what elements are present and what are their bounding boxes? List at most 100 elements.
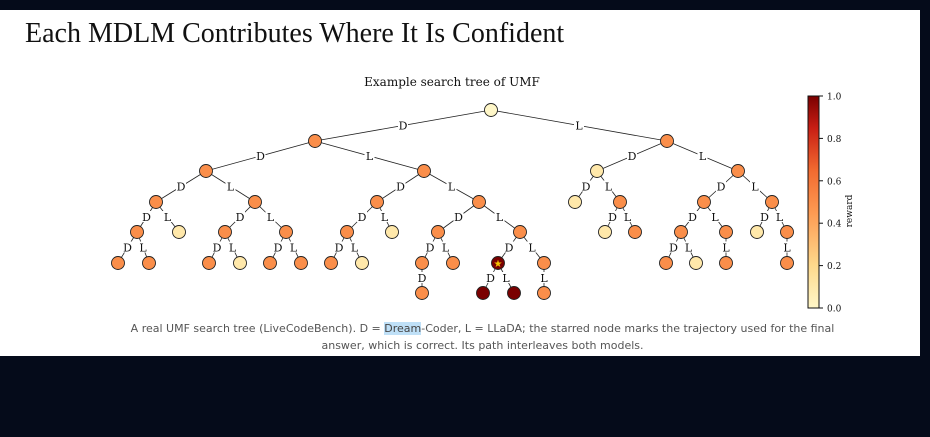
edge-label: D [213,242,222,255]
edge-label-bg [235,211,245,222]
tree-node [780,256,794,270]
tree-node [218,225,232,239]
edge-label: L [381,211,389,224]
tree-nodes: ★ [111,103,794,300]
edge-label-bg [721,241,731,253]
tree-node [308,134,322,148]
edge-label: L [722,242,730,255]
tree-node [568,195,582,209]
edge-label-bg [364,150,375,161]
edge-label-bg [440,241,451,253]
tree-node [537,286,551,300]
tree-node [142,256,156,270]
slide-title: Each MDLM Contributes Where It Is Confid… [25,18,565,49]
colorbar-tick-label: 1.0 [827,93,842,103]
edge-label-bg [622,211,633,222]
tree-node [513,225,527,239]
tree-node [780,225,794,239]
tree-node [279,225,293,239]
star-icon: ★ [494,259,503,270]
tree-node [472,195,486,209]
edge-label-bg [668,241,679,253]
edge-label: D [688,211,697,224]
edge-label-bg [759,211,770,222]
edge-label: D [717,181,726,194]
edge-label-bg [574,119,584,131]
edge-label: L [290,242,298,255]
colorbar-tick-label: 0.0 [827,305,842,315]
tree-node [417,164,431,178]
tree-node [199,164,213,178]
caption-text-end: -Coder, L = LLaDA; the starred node mark… [321,322,835,352]
tree-node [324,256,338,270]
tree-node [674,225,688,239]
edge-label-bg [425,241,435,253]
edge-label-bg [494,211,505,222]
edge-label: L [711,211,719,224]
edge-label-bg [176,180,186,192]
edge-label: L [227,181,235,194]
edge-label-bg [417,272,427,283]
edge-label: D [399,120,408,133]
edge-label: L [229,242,237,255]
tree-node [719,225,733,239]
tree-node [172,225,186,239]
tree-node [248,195,262,209]
edge-label-bg [255,150,266,161]
edge-label-bg [539,272,549,283]
edge-label-bg [627,150,637,161]
edge-label-bg [750,180,760,192]
tree-node [233,256,247,270]
tree-node [697,195,711,209]
edge-label: D [123,242,132,255]
tree-node [340,225,354,239]
tree-node [537,256,551,270]
edge-label: L [528,242,536,255]
edge-label-bg [273,241,283,253]
tree-node [628,225,642,239]
tree-node [660,134,674,148]
edge-label-bg [162,211,173,222]
edge-label-bg [716,180,726,192]
edge-label-bg [225,180,236,192]
edge-label-bg [288,241,299,253]
edge-label: L [442,242,450,255]
tree-node [355,256,369,270]
colorbar-label: reward [845,194,855,227]
edge-label-bg [379,211,390,222]
edge-label-bg [357,211,367,222]
tree-node [431,225,445,239]
colorbar-gradient [807,95,820,309]
edge-label: D [426,242,435,255]
tree-node [590,164,604,178]
edge-label-bg [697,150,708,161]
edge-label-bg [138,241,148,253]
edge-label: D [396,181,405,194]
edge-label: D [582,181,591,194]
tree-node [750,225,764,239]
edge-label-bg [453,211,464,222]
edge-label: D [256,150,265,163]
edge-label: L [776,211,784,224]
tree-node [446,256,460,270]
tree-node [507,286,521,300]
edge-label-bg [683,241,694,253]
edge-label: L [605,181,613,194]
tree-node [689,256,703,270]
edge-label: L [351,242,359,255]
tree-node [613,195,627,209]
edge-label: L [783,242,791,255]
tree-node [370,195,384,209]
edge-label: D [628,150,637,163]
edge-label: D [608,211,617,224]
edge-label: L [139,242,147,255]
edge-label: D [669,242,678,255]
tree-node [598,225,612,239]
edge-label-bg [265,211,276,222]
edge-label: L [448,181,456,194]
colorbar-tick-label: 0.2 [827,262,841,272]
colorbar-tick-label: 0.6 [827,177,842,187]
edge-label-bg [501,272,511,283]
